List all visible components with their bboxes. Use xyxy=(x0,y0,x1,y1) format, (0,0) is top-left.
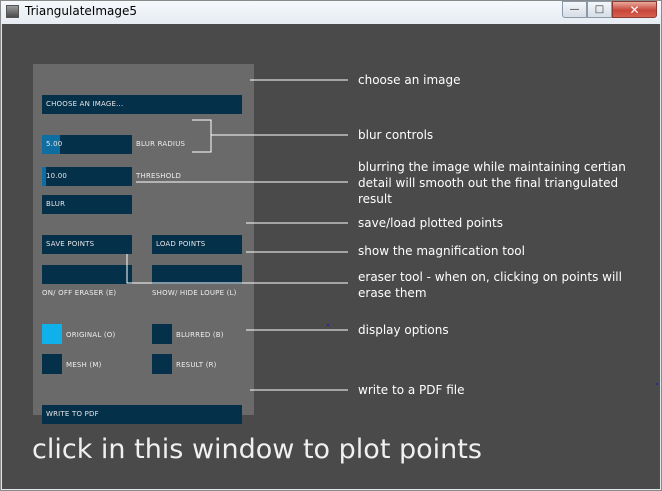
annotation-save-load: save/load plotted points xyxy=(358,216,503,230)
loupe-toggle[interactable] xyxy=(152,265,242,284)
app-icon xyxy=(6,5,19,18)
window-title: TriangulateImage5 xyxy=(25,4,138,18)
save-points-button[interactable]: SAVE POINTS xyxy=(42,235,132,254)
annotation-blurring-2: detail will smooth out the final triangu… xyxy=(358,176,619,190)
plotted-point xyxy=(327,324,329,326)
annotation-display-options: display options xyxy=(358,323,449,337)
minimize-button[interactable]: — xyxy=(562,1,587,18)
eraser-toggle[interactable] xyxy=(42,265,132,284)
maximize-button[interactable]: □ xyxy=(587,1,612,18)
blurred-toggle[interactable] xyxy=(152,324,172,344)
original-label: ORIGINAL (O) xyxy=(66,331,116,339)
threshold-value: 10.00 xyxy=(46,172,68,180)
choose-image-button[interactable]: CHOOSE AN IMAGE... xyxy=(42,95,242,114)
annotation-blur-controls: blur controls xyxy=(358,128,434,142)
annotation-blurring-3: result xyxy=(358,192,392,206)
close-icon: ✕ xyxy=(629,3,640,17)
maximize-icon: □ xyxy=(594,4,605,15)
control-panel: CHOOSE AN IMAGE... 5.00 BLUR RADIUS 10.0… xyxy=(33,64,254,424)
annotation-write-pdf: write to a PDF file xyxy=(358,383,465,397)
annotation-lines xyxy=(126,79,348,391)
blur-radius-value: 5.00 xyxy=(46,140,63,148)
annotation-eraser-1: eraser tool - when on, clicking on point… xyxy=(358,270,622,284)
annotation-magnification: show the magnification tool xyxy=(358,244,525,258)
plotted-point xyxy=(656,383,658,385)
result-toggle[interactable] xyxy=(152,354,172,374)
threshold-label: THRESHOLD xyxy=(136,172,182,180)
original-toggle[interactable] xyxy=(42,324,62,344)
threshold-slider[interactable]: 10.00 xyxy=(42,167,132,186)
annotation-eraser-2: erase them xyxy=(358,286,427,300)
eraser-label: ON/ OFF ERASER (E) xyxy=(42,289,117,297)
title-bar[interactable]: TriangulateImage5 — □ ✕ xyxy=(1,1,661,24)
load-points-button[interactable]: LOAD POINTS xyxy=(152,235,242,254)
blur-radius-slider-fill xyxy=(42,135,60,154)
blur-button[interactable]: BLUR xyxy=(42,195,132,214)
blur-radius-slider[interactable]: 5.00 xyxy=(42,135,132,154)
result-label: RESULT (R) xyxy=(176,361,217,369)
loupe-label: SHOW/ HIDE LOUPE (L) xyxy=(152,289,237,297)
mesh-toggle[interactable] xyxy=(42,354,62,374)
blurred-label: BLURRED (B) xyxy=(176,331,224,339)
plot-points-hint: click in this window to plot points xyxy=(32,434,482,465)
mesh-label: MESH (M) xyxy=(66,361,102,369)
blur-radius-label: BLUR RADIUS xyxy=(136,140,186,148)
threshold-slider-fill xyxy=(42,167,46,186)
close-button[interactable]: ✕ xyxy=(612,1,657,18)
annotation-choose: choose an image xyxy=(358,73,461,87)
drawing-canvas[interactable]: CHOOSE AN IMAGE... 5.00 BLUR RADIUS 10.0… xyxy=(2,24,660,489)
minimize-icon: — xyxy=(569,4,580,15)
annotation-blurring-1: blurring the image while maintaining cer… xyxy=(358,160,626,174)
write-pdf-button[interactable]: WRITE TO PDF xyxy=(42,405,242,424)
